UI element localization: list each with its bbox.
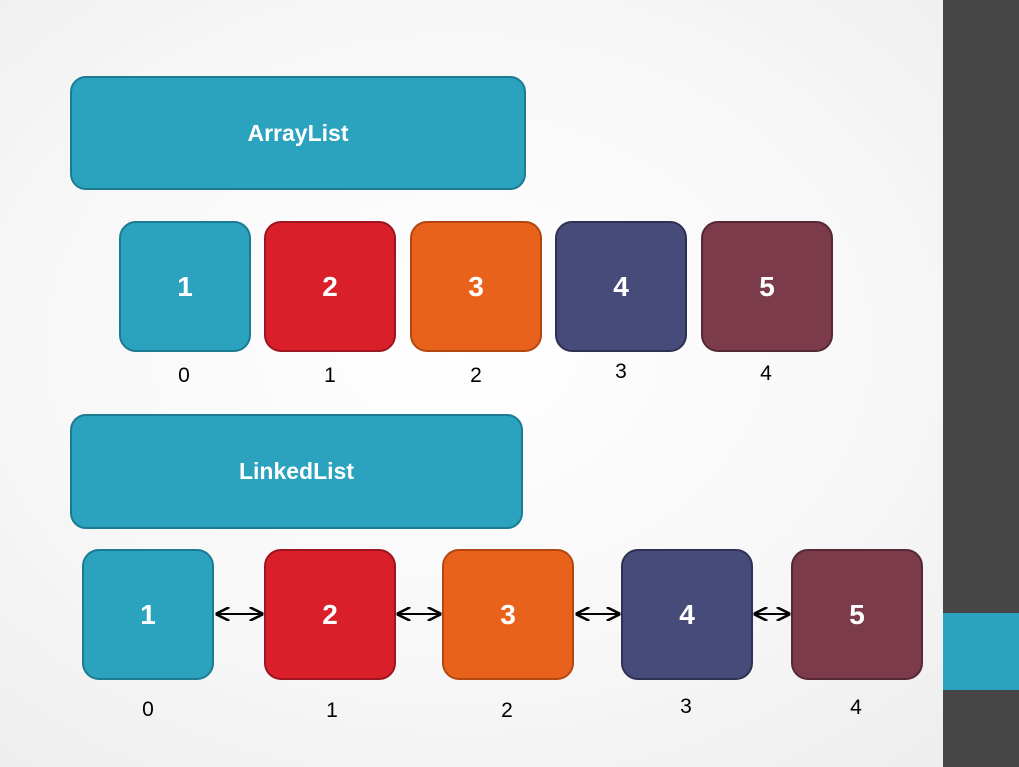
linkedlist-title: LinkedList [238,458,354,484]
linkedlist-node-0: 1 [82,549,214,680]
node-value: 3 [500,598,516,630]
linkedlist-index-2: 2 [501,699,513,722]
node-value: 2 [322,270,338,302]
linkedlist-index-0: 0 [142,698,154,721]
arraylist-index-0: 0 [178,364,190,387]
arraylist-index-1: 1 [324,364,336,387]
linkedlist-node-4: 5 [791,549,923,680]
arraylist-node-1: 2 [264,221,396,352]
node-value: 2 [322,598,338,630]
arraylist-node-0: 1 [119,221,251,352]
node-value: 4 [613,270,629,302]
side-accent [943,613,1019,690]
linkedlist-header: LinkedList [70,414,523,529]
linkedlist-node-1: 2 [264,549,396,680]
arraylist-index-4: 4 [760,362,772,385]
linkedlist-index-1: 1 [326,699,338,722]
arraylist-node-2: 3 [410,221,542,352]
node-value: 3 [468,270,484,302]
linkedlist-node-2: 3 [442,549,574,680]
linkedlist-node-3: 4 [621,549,753,680]
node-value: 1 [140,598,156,630]
arraylist-header: ArrayList [70,76,526,190]
linkedlist-index-3: 3 [680,695,692,718]
arraylist-index-2: 2 [470,364,482,387]
node-value: 1 [177,270,193,302]
arraylist-title: ArrayList [247,119,349,146]
arraylist-node-3: 4 [555,221,687,352]
linkedlist-index-4: 4 [850,696,862,719]
arraylist-node-4: 5 [701,221,833,352]
node-value: 5 [759,270,775,302]
node-value: 4 [679,598,695,630]
node-value: 5 [849,598,865,630]
arraylist-index-3: 3 [615,360,627,383]
